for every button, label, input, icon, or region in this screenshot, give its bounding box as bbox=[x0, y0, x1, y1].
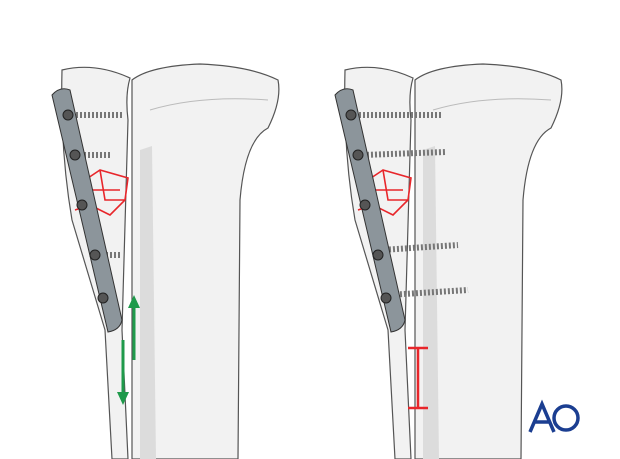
panel-before bbox=[51, 63, 280, 459]
screws-left bbox=[72, 112, 122, 258]
opposing-arrows bbox=[117, 295, 140, 405]
distance-marker bbox=[408, 346, 428, 410]
screws-right bbox=[355, 112, 469, 298]
ao-logo bbox=[528, 399, 580, 433]
panel-after bbox=[334, 63, 563, 459]
